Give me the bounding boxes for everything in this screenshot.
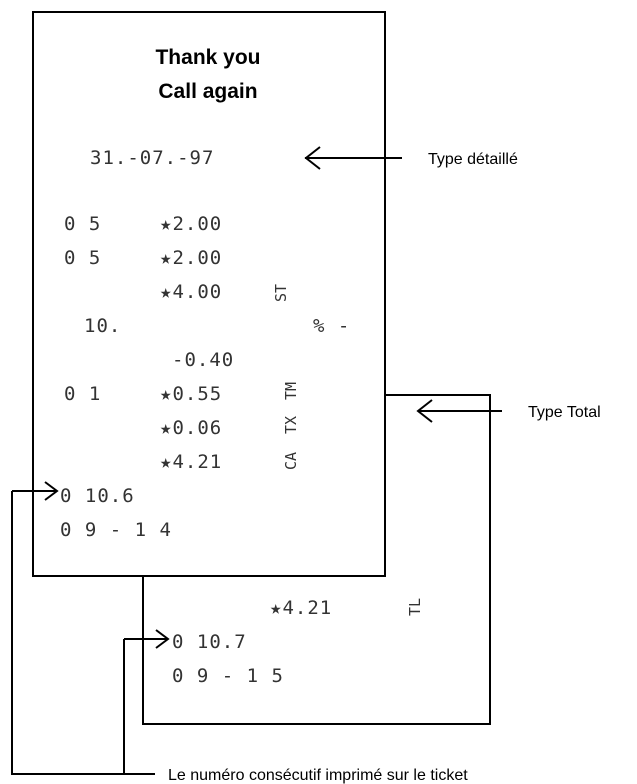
item-qty-2: 0 5 [64,247,101,269]
header-line-2: Call again [158,80,257,103]
subtotal-amount: ★4.00 [160,281,222,303]
consecutive-arrowhead-2 [155,629,170,649]
consecutive-arrowhead-1 [44,481,59,501]
cash-amount: ★4.21 [160,451,222,473]
item-price-1: ★2.00 [160,213,222,235]
tax-qty: 0 1 [64,383,101,405]
detailed-type-arrowhead [304,146,321,170]
header-line-1: Thank you [155,46,260,69]
discount-code: % - [313,315,350,337]
total-receipt-outline [142,394,491,725]
consecutive-connector-1 [11,491,155,775]
subtotal-code: ST [272,284,290,302]
consecutive-number-2: 0 10.7 [172,631,247,653]
total-type-arrowhead [416,399,433,423]
item-qty-1: 0 5 [64,213,101,235]
consecutive-number-label: Le numéro consécutif imprimé sur le tick… [168,767,468,784]
detailed-type-label: Type détaillé [428,151,518,168]
tax-code-2: TX [282,416,300,434]
total-code: TL [406,598,424,616]
tax-amount-2: ★0.06 [160,417,222,439]
cash-code: CA [282,452,300,470]
tax-amount-1: ★0.55 [160,383,222,405]
receipt-date: 31.-07.-97 [90,147,214,169]
discount-rate: 10. [84,315,121,337]
discount-amount: -0.40 [172,349,234,371]
receipt-time-2: 0 9 - 1 5 [172,665,284,687]
consecutive-number-1: 0 10.6 [60,485,135,507]
total-amount: ★4.21 [270,597,332,619]
tax-code-1: TM [282,382,300,400]
total-type-label: Type Total [528,404,601,421]
receipt-time-1: 0 9 - 1 4 [60,519,172,541]
item-price-2: ★2.00 [160,247,222,269]
detailed-receipt-outline [32,11,386,577]
